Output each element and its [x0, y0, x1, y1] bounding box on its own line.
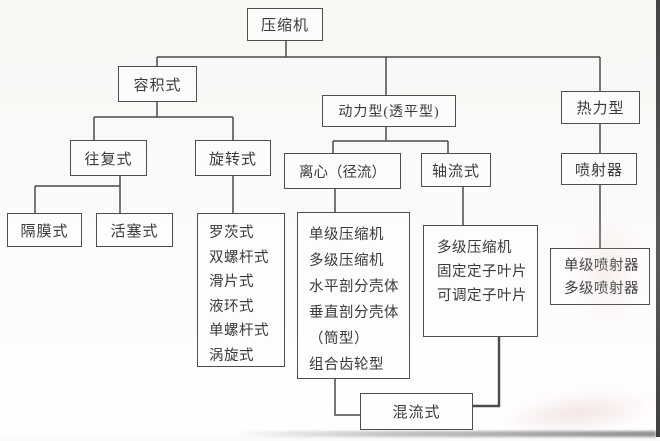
node-reciprocating: 往复式	[70, 140, 147, 176]
photo-edge-right	[656, 0, 660, 437]
node-thermal-type: 热力型	[561, 91, 640, 124]
list-item: 涡旋式	[209, 347, 254, 364]
node-positive-displacement-label: 容积式	[133, 77, 182, 94]
list-item: 多级压缩机	[437, 240, 512, 256]
node-ejector-label: 喷射器	[574, 162, 623, 179]
node-axial-label: 轴流式	[431, 163, 480, 180]
node-dynamic-type-label: 动力型(透平型)	[338, 105, 440, 120]
node-rotary-types: 罗茨式 双螺杆式 滑片式 液环式 单螺杆式 涡旋式	[197, 213, 285, 367]
node-ejector-types: 单级喷射器 多级喷射器	[550, 248, 650, 305]
node-dynamic-type: 动力型(透平型)	[322, 95, 456, 127]
connector-centrifugal-mixed	[334, 379, 360, 416]
list-item: 单级压缩机	[309, 227, 384, 243]
node-ejector: 喷射器	[561, 153, 637, 185]
list-item: 单级喷射器	[564, 255, 649, 278]
node-thermal-type-label: 热力型	[576, 101, 625, 117]
list-item: 多级压缩机	[309, 253, 384, 269]
node-rotary: 旋转式	[195, 140, 271, 176]
list-item: 可调定子叶片	[437, 288, 527, 304]
photo-edge-bottom	[230, 431, 656, 437]
node-compressor: 压缩机	[247, 8, 323, 41]
node-axial-types: 多级压缩机 固定定子叶片 可调定子叶片	[423, 225, 538, 337]
node-piston: 活塞式	[96, 213, 173, 247]
node-centrifugal-label: 离心（径流）	[299, 164, 386, 181]
node-axial: 轴流式	[421, 153, 491, 187]
list-item: 液环式	[209, 298, 254, 315]
node-reciprocating-label: 往复式	[84, 151, 133, 168]
connector-axial-mixed	[473, 337, 501, 408]
node-rotary-label: 旋转式	[208, 151, 257, 168]
list-item: 双螺杆式	[209, 249, 269, 266]
watermark-smudge	[572, 217, 642, 327]
list-item: 单螺杆式	[209, 323, 269, 339]
list-item: 垂直剖分壳体	[309, 305, 399, 321]
node-mixed-flow-label: 混流式	[392, 405, 441, 421]
node-diaphragm-label: 隔膜式	[20, 223, 69, 240]
node-positive-displacement: 容积式	[118, 66, 197, 102]
node-centrifugal: 离心（径流）	[284, 153, 401, 189]
list-item: （筒型）	[309, 331, 369, 347]
list-item: 组合齿轮型	[309, 357, 384, 373]
node-diaphragm: 隔膜式	[7, 213, 82, 247]
list-item: 滑片式	[209, 274, 254, 290]
node-centrifugal-types: 单级压缩机 多级压缩机 水平剖分壳体 垂直剖分壳体 （筒型） 组合齿轮型	[297, 212, 410, 379]
list-item: 水平剖分壳体	[309, 279, 399, 295]
node-mixed-flow: 混流式	[360, 393, 473, 430]
list-item: 罗茨式	[209, 225, 254, 241]
node-piston-label: 活塞式	[110, 223, 159, 240]
list-item: 固定定子叶片	[437, 264, 527, 280]
list-item: 多级喷射器	[564, 278, 649, 301]
node-compressor-label: 压缩机	[260, 18, 309, 34]
